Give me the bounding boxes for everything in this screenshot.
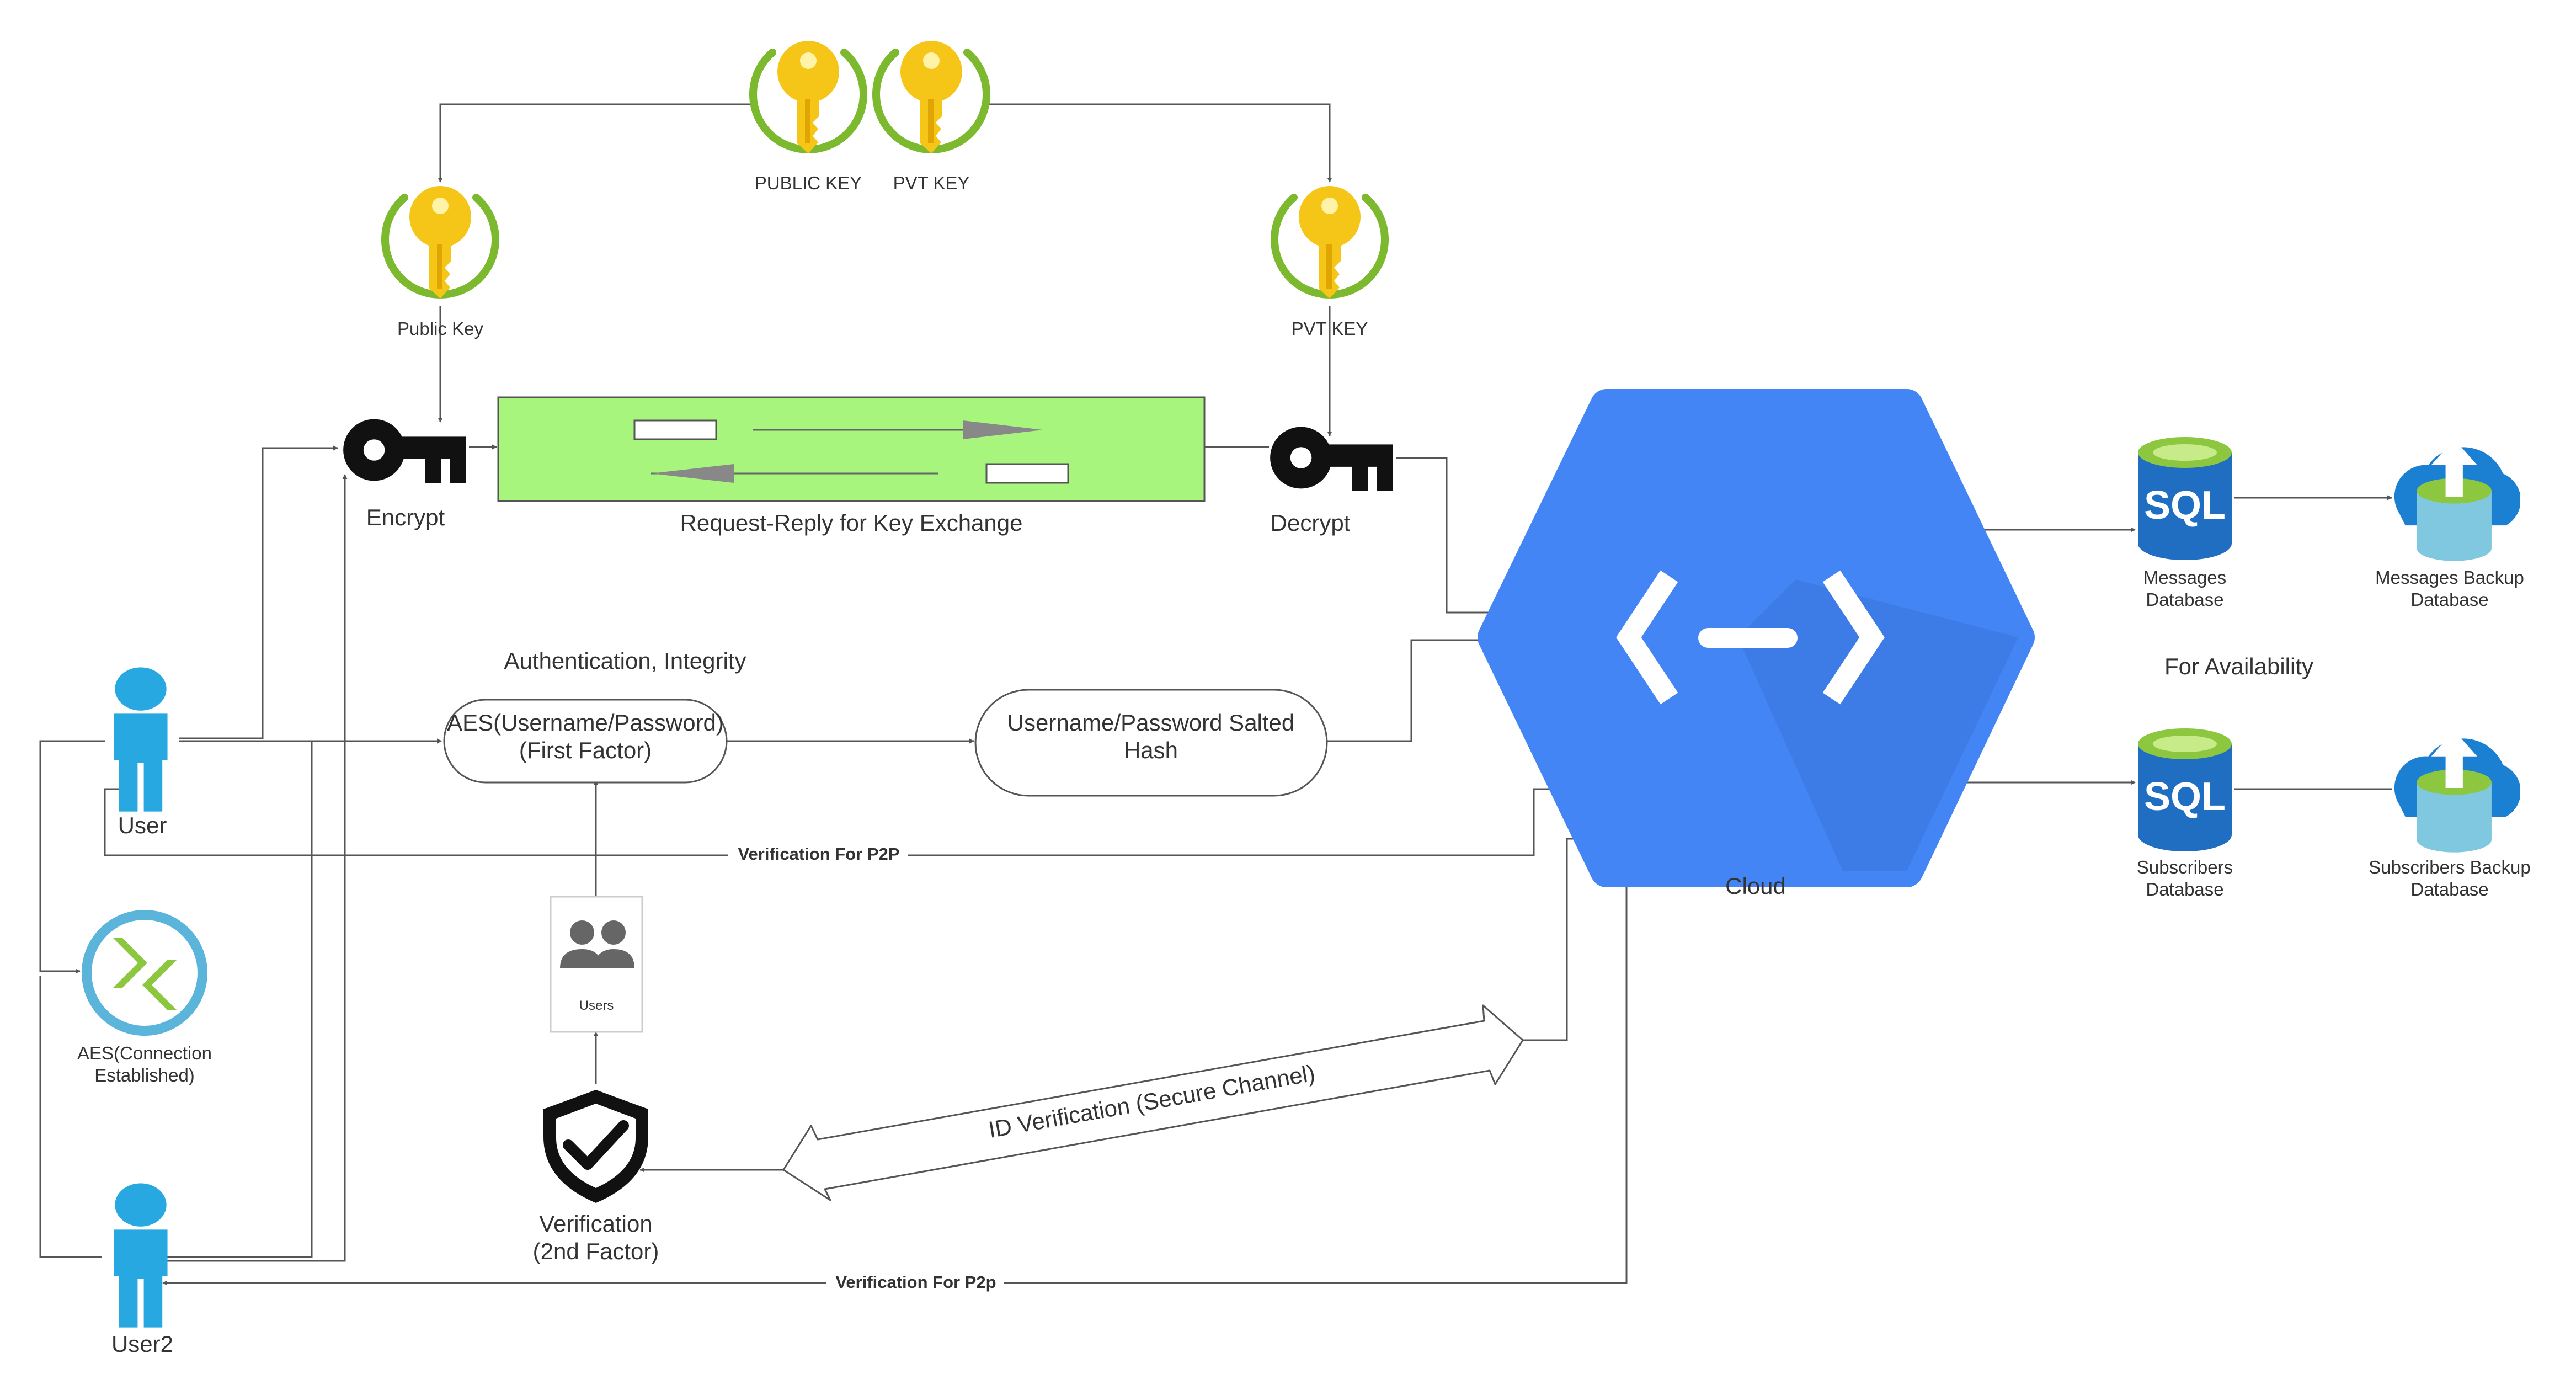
decrypt-key-icon	[1270, 427, 1393, 491]
messages-backup-line1: Messages Backup	[2375, 567, 2524, 588]
aes-connection-line1: AES(Connection	[77, 1043, 212, 1063]
messages-backup-line2: Database	[2410, 589, 2488, 610]
auth-heading: Authentication, Integrity	[504, 648, 746, 674]
encrypt-label: Encrypt	[366, 504, 445, 530]
verification-line1: Verification	[539, 1211, 652, 1237]
aes-first-factor-line2: (First Factor)	[519, 737, 652, 763]
verification-p2p-top-label: Verification For P2P	[738, 844, 900, 864]
salted-hash-node	[974, 689, 1328, 797]
messages-backup-db-icon	[2394, 439, 2520, 561]
verification-p2p-bottom-label: Verification For P2p	[835, 1272, 996, 1292]
pvt-key-top-icon	[876, 41, 986, 153]
public-key-label: Public Key	[397, 318, 483, 339]
messages-db-line2: Database	[2146, 589, 2223, 610]
subscribers-backup-db-icon	[2394, 730, 2520, 853]
subscribers-backup-line2: Database	[2410, 879, 2488, 899]
encrypt-key-icon	[343, 419, 466, 483]
pvt-key-icon	[1274, 186, 1385, 299]
messages-db-line1: Messages	[2143, 567, 2226, 588]
public-key-top-icon	[753, 41, 863, 153]
subscribers-backup-line1: Subscribers Backup	[2369, 857, 2530, 877]
verification-shield-icon	[543, 1090, 648, 1203]
pvt-key-top-label: PVT KEY	[893, 173, 970, 193]
salted-hash-line1: Username/Password Salted	[1007, 710, 1295, 736]
subscribers-db-icon	[2138, 728, 2232, 851]
aes-connection-line2: Established)	[94, 1065, 195, 1085]
messages-db-icon	[2138, 437, 2232, 560]
user2-icon	[114, 1183, 168, 1328]
user1-label: User	[118, 812, 167, 838]
user2-label: User2	[111, 1331, 173, 1357]
public-key-top-label: PUBLIC KEY	[755, 173, 862, 193]
aes-first-factor-line1: AES(Username/Password)	[447, 710, 724, 736]
cloud-label: Cloud	[1725, 873, 1786, 899]
cloud-icon	[1478, 389, 2035, 887]
users-card	[550, 896, 643, 1033]
key-exchange-box	[497, 396, 1206, 502]
secure-channel-arrow	[782, 1004, 1524, 1201]
connectors	[39, 103, 2392, 1286]
users-card-label: Users	[579, 998, 614, 1013]
aes-connection-icon	[82, 910, 207, 1036]
user1-icon	[114, 667, 168, 812]
pvt-key-label: PVT KEY	[1292, 318, 1368, 339]
availability-label: For Availability	[2164, 653, 2313, 679]
aes-first-factor-node	[443, 699, 728, 784]
subscribers-db-line2: Database	[2146, 879, 2223, 899]
public-key-icon	[385, 186, 495, 299]
subscribers-db-line1: Subscribers	[2137, 857, 2233, 877]
salted-hash-line2: Hash	[1124, 737, 1178, 763]
key-exchange-label: Request-Reply for Key Exchange	[680, 510, 1023, 536]
verification-line2: (2nd Factor)	[533, 1238, 659, 1264]
decrypt-label: Decrypt	[1271, 510, 1351, 536]
